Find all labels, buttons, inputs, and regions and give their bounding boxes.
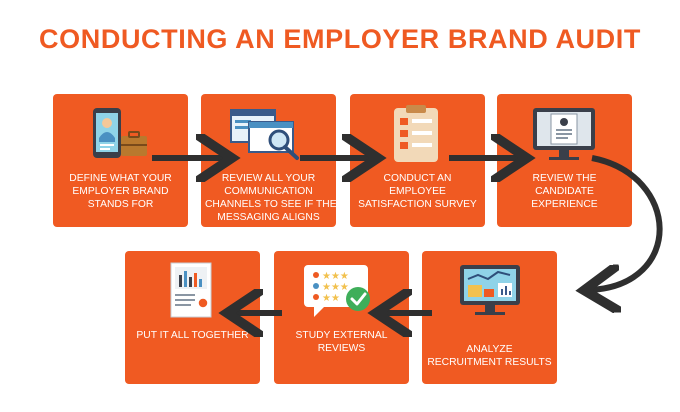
page-title: CONDUCTING AN EMPLOYER BRAND AUDIT [39, 24, 641, 54]
svg-text:★★★: ★★★ [322, 271, 349, 282]
monitor-resume-icon [497, 102, 632, 166]
monitor-charts-icon [422, 259, 557, 323]
svg-text:★★★: ★★★ [322, 282, 349, 293]
report-document-chart-icon [125, 259, 260, 323]
step-label: PUT IT ALL TOGETHER [136, 330, 249, 341]
browser-windows-magnifier-icon [201, 102, 336, 166]
step-put-it-all-together: PUT IT ALL TOGETHER [125, 251, 260, 384]
speech-bubble-ratings-check-icon: ★★★ ★★★ ★★ [274, 259, 409, 323]
clipboard-survey-icon [350, 102, 485, 166]
phone-profile-briefcase-icon [53, 102, 188, 166]
svg-text:★★: ★★ [322, 293, 340, 304]
